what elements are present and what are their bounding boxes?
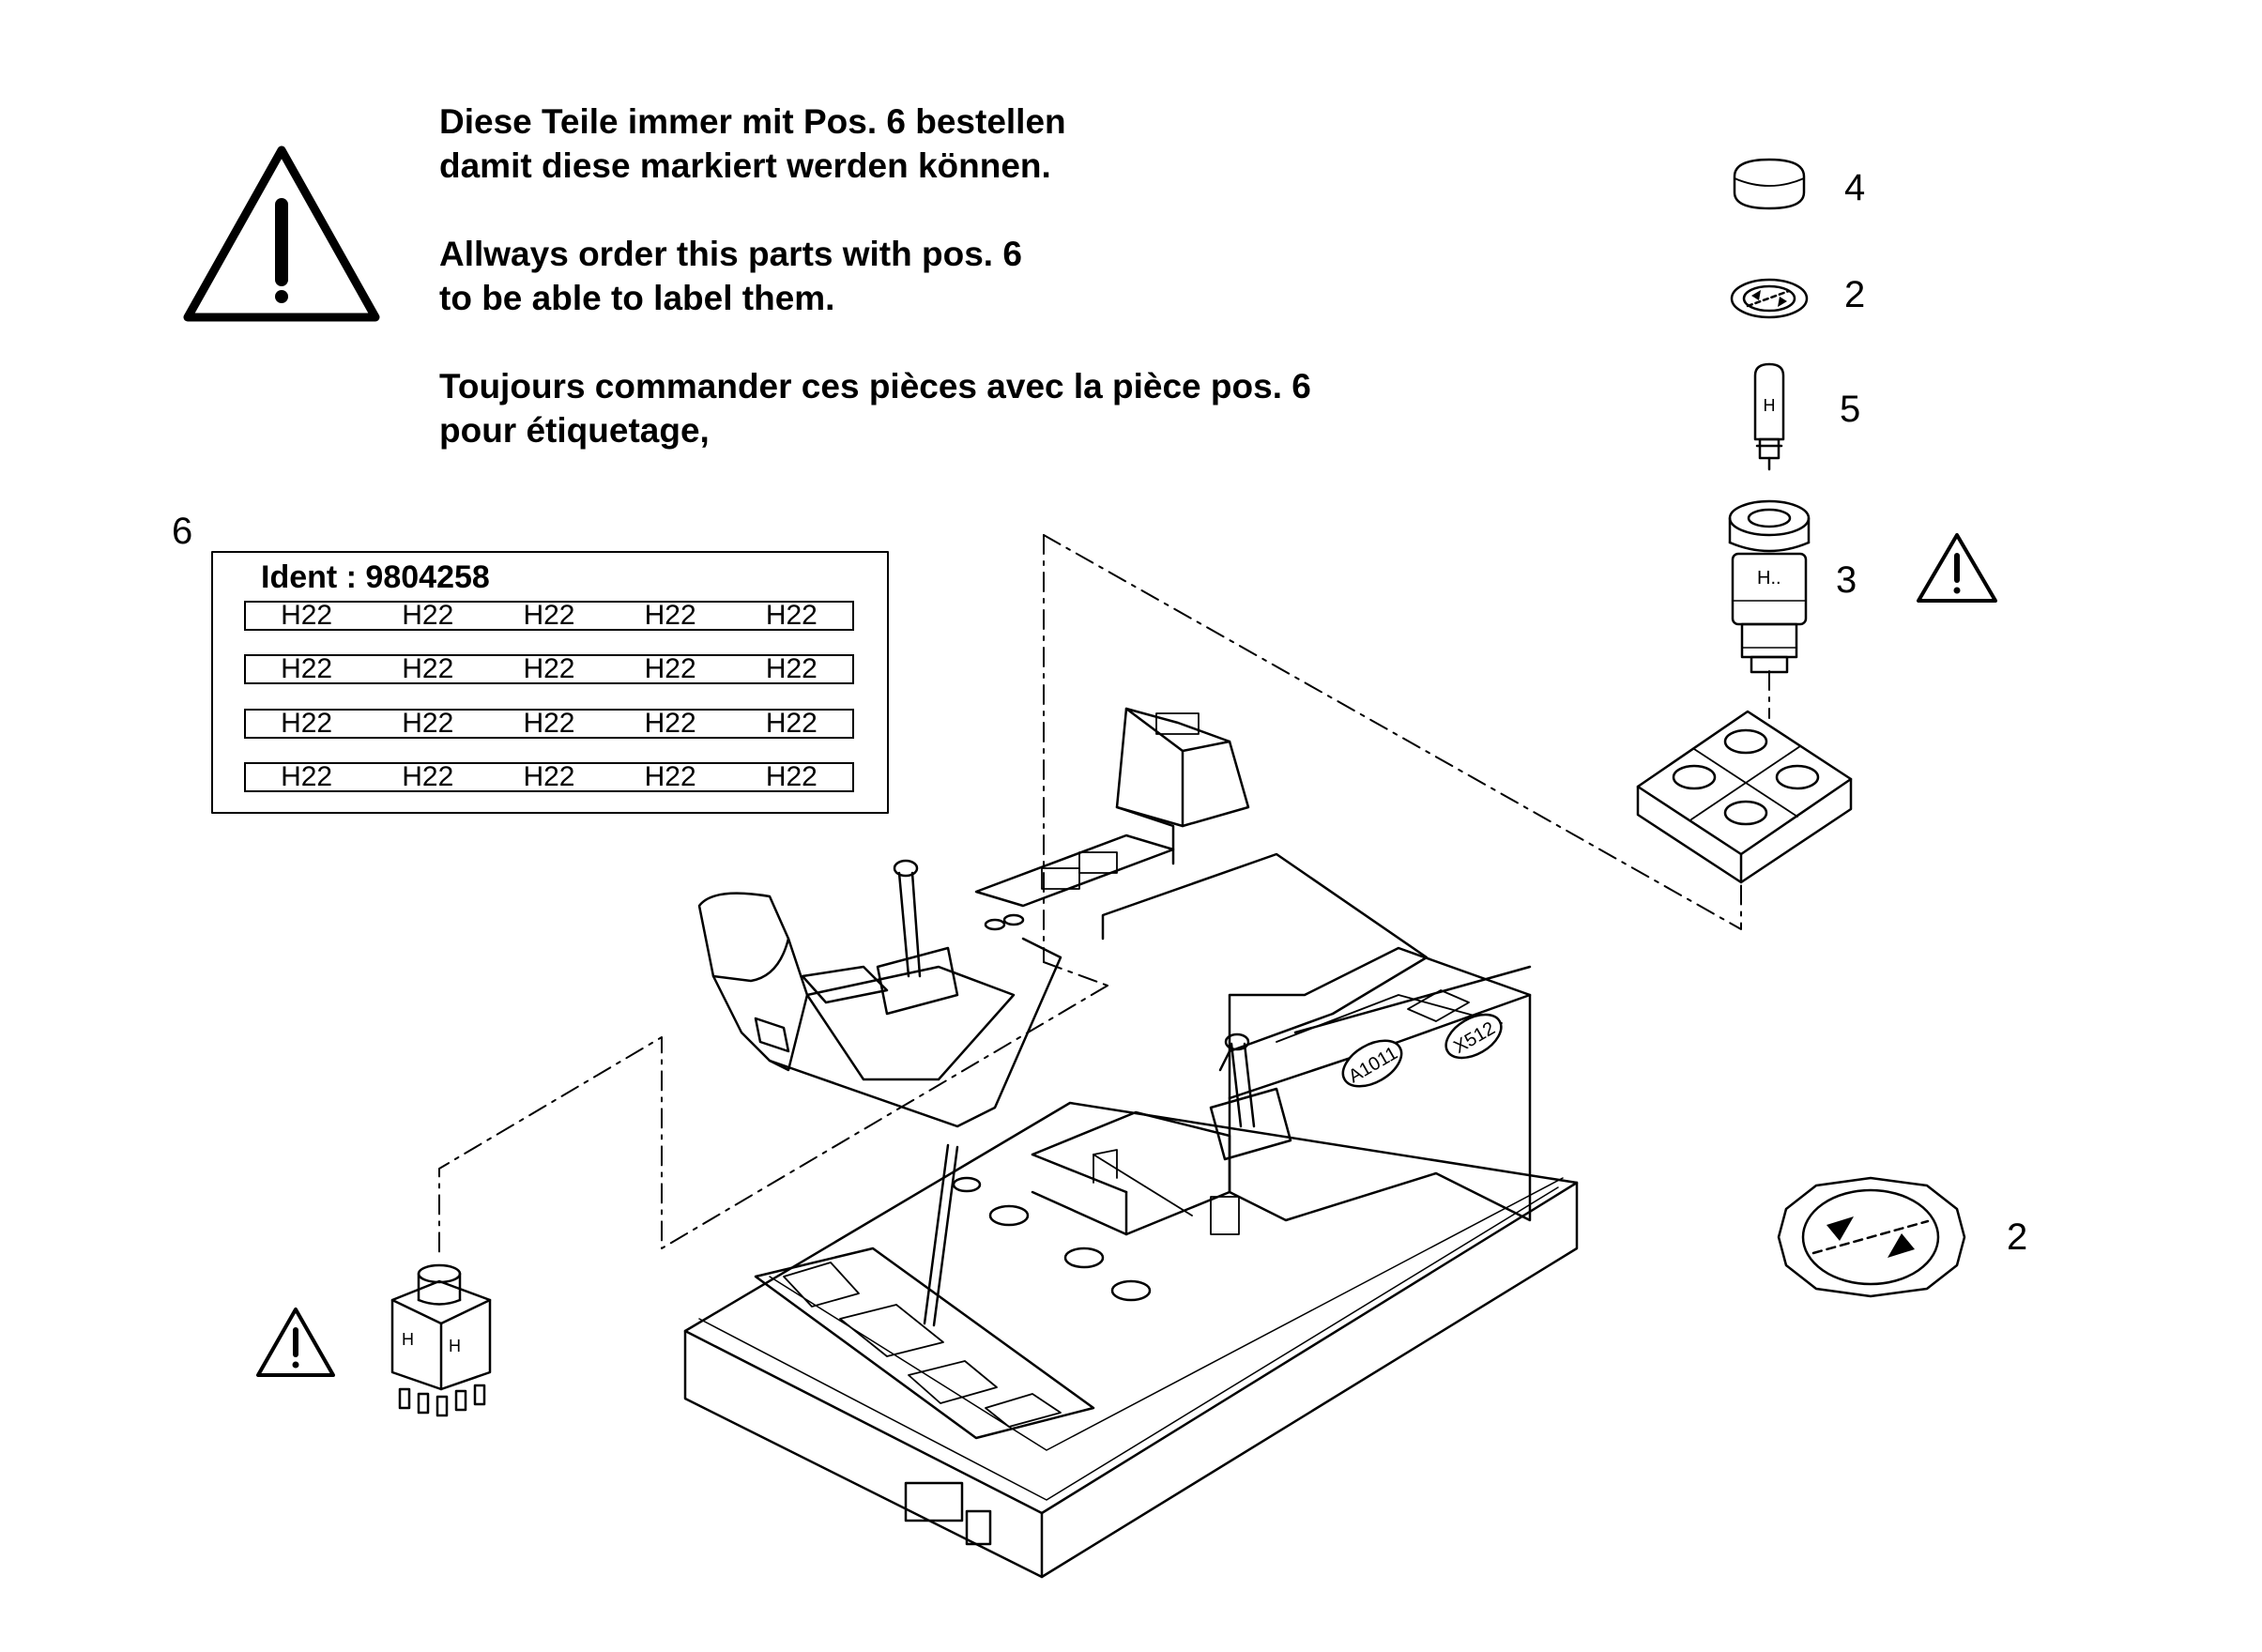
label-row: H22 H22 H22 H22 H22 [244,709,854,739]
bezel-icon [1730,278,1809,319]
label-cell: H22 [644,761,696,792]
large-bezel-icon [1777,1176,1966,1298]
note-french: Toujours commander ces pièces avec la pi… [439,364,1311,452]
label-cell: H22 [644,600,696,631]
note-english: Allways order this parts with pos. 6 to … [439,232,1022,320]
switch-icon [1728,499,1811,674]
connector-tag: X512 [1444,1013,1503,1060]
callout-bezel: 2 [1844,274,1866,315]
label-cell: H22 [765,600,818,631]
module-switch-icon [390,1263,492,1417]
console-drawing [683,707,1579,1579]
warning-icon [183,145,380,322]
label-row: H22 H22 H22 H22 H22 [244,601,854,631]
label-cell: H22 [402,708,454,739]
label-sheet-ident: Ident : 9804258 [261,559,490,595]
callout-label-sheet: 6 [172,511,193,552]
label-cell: H22 [402,761,454,792]
label-cell: H22 [523,761,575,792]
leader-lines [438,534,1770,1259]
label-cell: H22 [523,708,575,739]
label-cell: H22 [281,653,333,684]
note-line: pour étiquetage, [439,411,710,450]
label-row: H22 H22 H22 H22 H22 [244,762,854,792]
module-marking: H [402,1330,414,1349]
label-cell: H22 [644,708,696,739]
cap-icon [1733,158,1806,210]
callout-large-bezel: 2 [2007,1216,2028,1258]
note-line: damit diese markiert werden können. [439,146,1051,185]
label-cell: H22 [765,653,818,684]
label-cell: H22 [281,761,333,792]
note-line: Toujours commander ces pièces avec la pi… [439,367,1311,405]
label-cell: H22 [402,600,454,631]
bulb-icon [1753,362,1785,471]
callout-bulb: 5 [1840,389,1861,430]
label-sheet-frame [211,551,889,814]
label-cell: H22 [765,708,818,739]
note-line: Allways order this parts with pos. 6 [439,235,1022,273]
callout-cap: 4 [1844,167,1866,208]
warning-icon [1917,533,1997,603]
warning-icon [256,1308,335,1377]
callout-switch: 3 [1836,559,1857,601]
mounting-plate [1636,710,1853,884]
note-german: Diese Teile immer mit Pos. 6 bestellen d… [439,99,1066,188]
bulb-marking: H [1764,396,1776,415]
note-line: Diese Teile immer mit Pos. 6 bestellen [439,102,1066,141]
label-cell: H22 [281,600,333,631]
note-line: to be able to label them. [439,279,835,317]
label-cell: H22 [765,761,818,792]
label-cell: H22 [281,708,333,739]
switch-marking: H.. [1757,568,1781,589]
module-marking: H [449,1337,461,1355]
label-cell: H22 [644,653,696,684]
label-cell: H22 [523,600,575,631]
label-cell: H22 [523,653,575,684]
label-cell: H22 [402,653,454,684]
label-row: H22 H22 H22 H22 H22 [244,654,854,684]
